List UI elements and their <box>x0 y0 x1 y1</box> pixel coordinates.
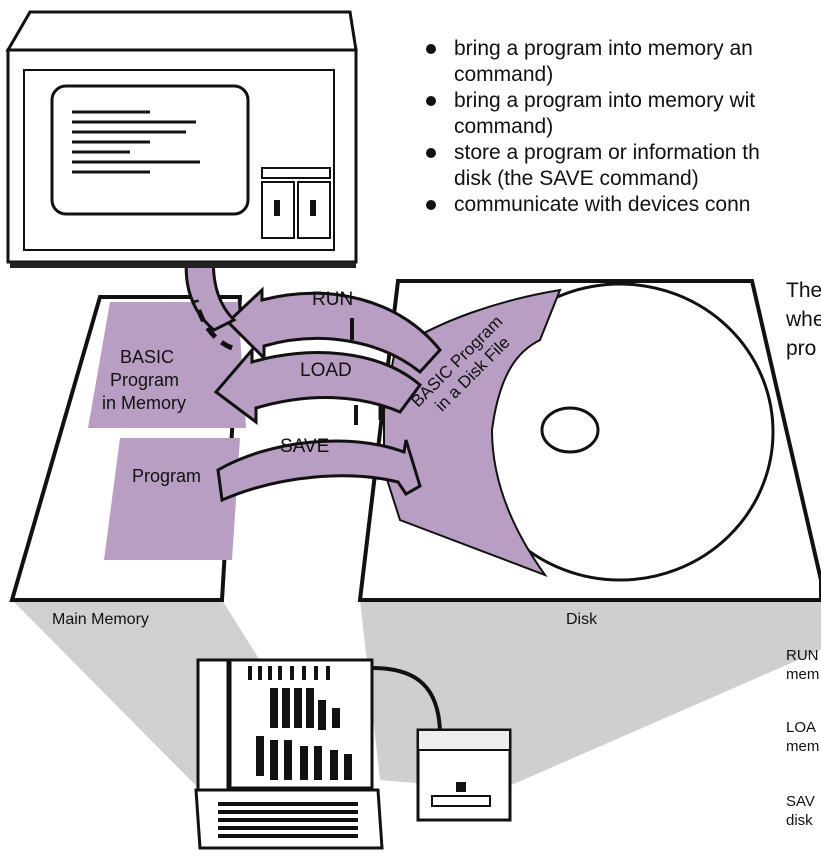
legend-load: LOA mem <box>786 718 819 756</box>
basic-memory-label-line3: in Memory <box>102 393 186 413</box>
bullet-dot <box>426 200 436 210</box>
memory-regions <box>88 302 246 560</box>
legend-save: SAV disk <box>786 792 815 830</box>
basic-memory-label-line2: Program <box>110 370 179 390</box>
monitor <box>5 10 358 268</box>
bullet-line1: store a program or information th <box>454 141 760 164</box>
screen-text-lines <box>72 110 200 174</box>
bullet-item: store a program or information th disk (t… <box>424 140 760 192</box>
disk-drive <box>416 728 512 822</box>
side-text-line: The <box>786 279 821 302</box>
side-text-line: whe <box>786 308 821 331</box>
save-label: SAVE <box>280 436 329 457</box>
legend-run: RUN mem <box>786 646 819 684</box>
bullet-line1: communicate with devices conn <box>454 193 751 216</box>
basic-memory-label-line1: BASIC <box>120 347 174 367</box>
bullet-dot <box>426 44 436 54</box>
bullet-line2: command) <box>454 115 554 138</box>
bullet-line1: bring a program into memory an <box>454 37 753 60</box>
bullet-line2: disk (the SAVE command) <box>454 167 699 190</box>
main-memory-label: Main Memory <box>52 611 149 628</box>
save-arrow[interactable] <box>216 439 422 503</box>
load-arrow[interactable] <box>213 345 423 425</box>
bullet-dot <box>426 148 436 158</box>
run-label: RUN <box>312 289 353 310</box>
computer <box>194 658 442 850</box>
bullet-item: communicate with devices conn <box>424 192 760 218</box>
legend-run-line2: mem <box>786 666 820 683</box>
legend-save-line2: disk <box>786 812 813 829</box>
bullet-item: bring a program into memory wit command) <box>424 88 760 140</box>
disk-platter <box>465 282 775 582</box>
program-label: Program <box>132 466 201 486</box>
legend-save-line1: SAV <box>786 793 815 810</box>
bullet-line1: bring a program into memory wit <box>454 89 756 112</box>
load-label: LOAD <box>300 360 352 381</box>
bullet-line2: command) <box>454 63 554 86</box>
bullet-item: bring a program into memory an command) <box>424 36 760 88</box>
disk-label: Disk <box>566 611 598 628</box>
bullet-dot <box>426 96 436 106</box>
side-text: The whe pro <box>786 276 821 363</box>
legend-load-line2: mem <box>786 738 820 755</box>
bullet-list: bring a program into memory an command) b… <box>424 36 760 218</box>
side-text-line: pro <box>786 337 817 360</box>
legend-load-line1: LOA <box>786 719 817 736</box>
legend-run-line1: RUN <box>786 647 819 664</box>
